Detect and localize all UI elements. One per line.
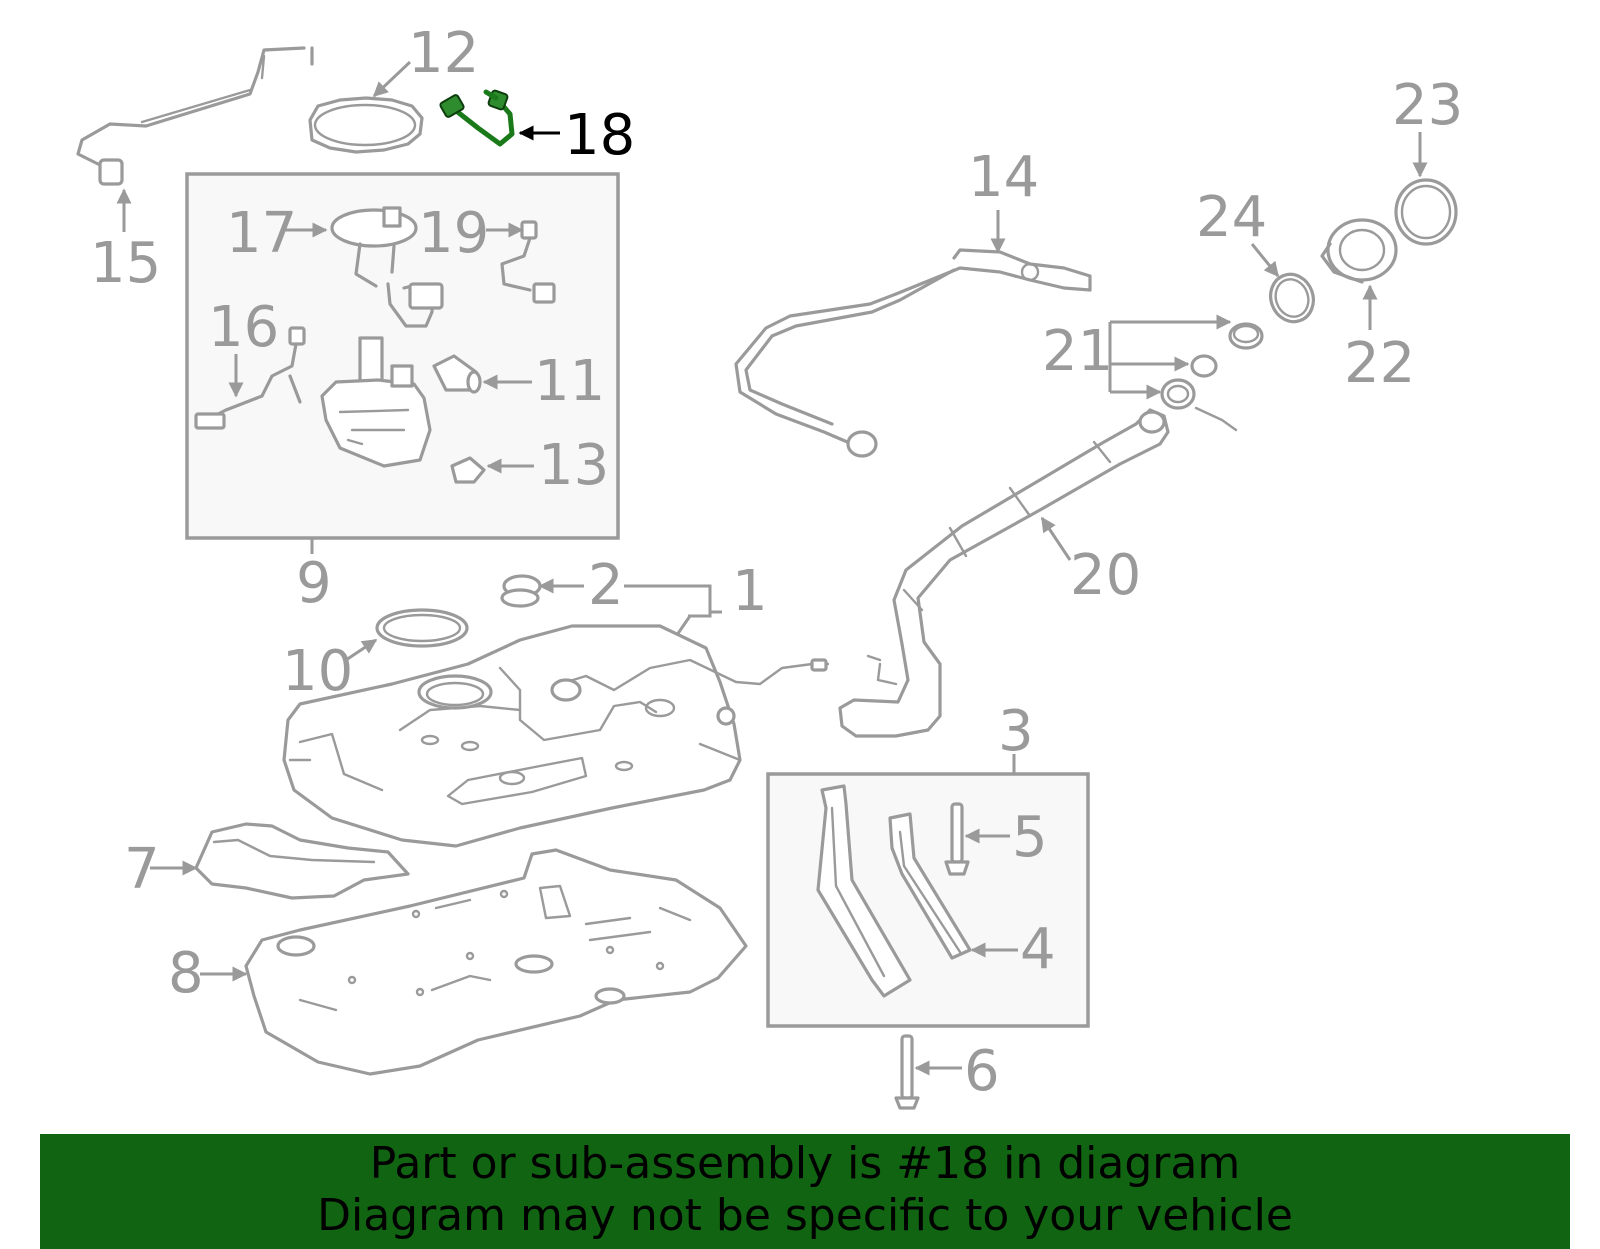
part-8-protector (244, 848, 748, 1076)
callout-16: 16 (208, 295, 279, 360)
part-19-harness (500, 220, 556, 304)
part-6-bolt (894, 1034, 920, 1110)
part-22-housing (1320, 218, 1398, 284)
callout-7: 7 (124, 837, 160, 902)
leader-12 (372, 60, 412, 98)
callout-10: 10 (282, 639, 353, 704)
part-3-strap-left (816, 784, 912, 998)
callout-20: 20 (1070, 543, 1141, 608)
callout-14: 14 (968, 145, 1039, 210)
part-24-seal (1269, 272, 1315, 324)
callout-4: 4 (1020, 917, 1056, 982)
part-10-gasket (375, 608, 469, 648)
callout-15: 15 (90, 231, 161, 296)
callout-5: 5 (1012, 805, 1048, 870)
info-banner: Part or sub-assembly is #18 in diagram D… (40, 1134, 1570, 1249)
part-12-retainer-ring (308, 96, 424, 154)
callout-23: 23 (1392, 73, 1463, 138)
part-13-fitting (450, 456, 486, 484)
leader-10 (345, 638, 378, 662)
callout-18: 18 (564, 103, 635, 168)
leader-24 (1250, 243, 1280, 278)
pump-module-body (320, 336, 432, 468)
part-14-vent-hose (734, 248, 1092, 458)
banner-line-2: Diagram may not be specific to your vehi… (317, 1190, 1293, 1241)
callout-1: 1 (732, 559, 768, 624)
callout-9: 9 (296, 551, 332, 616)
callout-21: 21 (1042, 319, 1113, 384)
callout-3: 3 (998, 699, 1034, 764)
callout-19: 19 (418, 201, 489, 266)
part-5-bolt (944, 802, 970, 876)
part-1-fuel-tank (282, 624, 830, 848)
part-7-heat-shield (194, 822, 410, 900)
part-17-fuel-pump (330, 206, 444, 328)
callout-6: 6 (964, 1039, 1000, 1104)
part-2-grommet (500, 574, 542, 608)
part-15-vent-tube (76, 46, 314, 186)
part-21-cap-set (1160, 322, 1264, 432)
part-11-filter (432, 354, 482, 394)
callout-17: 17 (226, 201, 297, 266)
callout-11: 11 (534, 349, 605, 414)
part-20-filler-pipe (838, 408, 1170, 738)
banner-line-1: Part or sub-assembly is #18 in diagram (369, 1138, 1241, 1189)
callout-22: 22 (1344, 331, 1415, 396)
part-4-strap-right (888, 812, 972, 960)
callout-2: 2 (588, 553, 624, 618)
leader-20 (1040, 516, 1072, 561)
part-18-wire-harness (439, 89, 515, 147)
leader-1 (624, 584, 722, 618)
callout-8: 8 (168, 941, 204, 1006)
part-23-ring (1394, 178, 1458, 246)
callout-13: 13 (538, 433, 609, 498)
callout-24: 24 (1196, 185, 1267, 250)
part-16-sender-harness (194, 326, 306, 430)
callout-12: 12 (408, 21, 479, 86)
